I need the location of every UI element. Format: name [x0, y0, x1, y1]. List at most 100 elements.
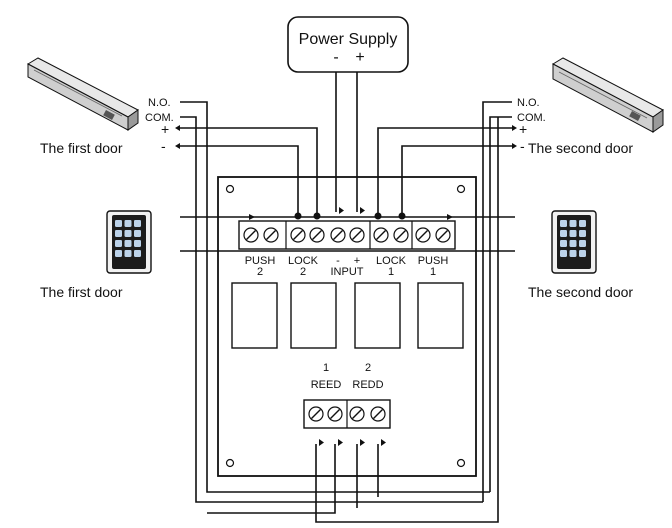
power-supply-plus: +	[355, 49, 364, 66]
keypad-key-icon	[579, 220, 586, 227]
keypad-key-icon	[560, 250, 567, 257]
terminal-screw-icon	[393, 227, 409, 243]
keypad-key-icon	[115, 240, 122, 247]
keypad-key-icon	[115, 250, 122, 257]
terminal-screw-icon	[349, 227, 365, 243]
left-lock-label: The first door	[40, 140, 123, 156]
keypad-key-icon	[124, 220, 132, 227]
wires	[175, 72, 517, 523]
terminal-screw-icon	[435, 227, 451, 243]
node-left-minus	[294, 212, 302, 220]
keypad-key-icon	[134, 220, 141, 227]
left-keypad-label: The first door	[40, 284, 123, 300]
reed-screw-icon	[308, 406, 324, 422]
magnetic-lock-left-icon	[26, 57, 139, 131]
arrow-reed-1	[319, 439, 324, 446]
wire-right-plus	[377, 127, 512, 216]
arrow-right-plus-end	[512, 125, 517, 131]
label-lock-2-num: 2	[300, 266, 306, 278]
left-label-minus: -	[161, 138, 166, 154]
mounting-hole-tr	[456, 184, 466, 194]
keypad-key-icon	[134, 250, 141, 257]
keypad-key-icon	[124, 250, 132, 257]
reed-screw-icon	[349, 406, 365, 422]
arrow-right-minus-end	[512, 143, 517, 149]
label-input-minus: -	[336, 255, 340, 267]
keypad-key-icon	[579, 240, 586, 247]
wire-left-minus	[180, 145, 299, 216]
reed-screw-icon	[327, 406, 343, 422]
arrow-left-minus-end	[175, 143, 180, 149]
keypad-key-icon	[579, 250, 586, 257]
right-label-com: COM.	[517, 112, 546, 124]
arrow-push2	[249, 214, 255, 220]
wire-left-no	[180, 101, 490, 493]
terminal-screw-icon	[415, 227, 431, 243]
reed-terminal-strip	[303, 399, 391, 429]
mounting-hole-bl	[225, 458, 235, 468]
mounting-hole-tl	[225, 184, 235, 194]
keypad-key-icon	[124, 240, 132, 247]
terminal-screw-icon	[330, 227, 346, 243]
keypad-key-icon	[569, 250, 577, 257]
keypad-key-icon	[124, 230, 132, 237]
terminal-screw-icon	[290, 227, 306, 243]
label-lock-1-num: 1	[388, 266, 394, 278]
node-right-plus	[374, 212, 382, 220]
left-label-no: N.O.	[148, 97, 171, 109]
keypad-key-icon	[115, 230, 122, 237]
right-label-minus: -	[520, 138, 525, 154]
relay-1	[231, 282, 278, 349]
keypad-left-icon	[106, 210, 152, 274]
keypad-key-icon	[115, 220, 122, 227]
relay-2	[290, 282, 337, 349]
right-keypad-label: The second door	[528, 284, 633, 300]
arrow-reed-4	[381, 439, 386, 446]
power-supply-minus: -	[333, 49, 338, 66]
label-lock-2: LOCK	[288, 255, 319, 267]
right-lock-label: The second door	[528, 140, 633, 156]
wire-right-no	[482, 101, 512, 502]
wire-right-com	[489, 116, 512, 492]
left-label-com: COM.	[145, 112, 174, 124]
label-push-1-num: 1	[430, 266, 436, 278]
magnetic-lock-right-icon	[551, 57, 664, 133]
relay-3	[354, 282, 401, 349]
power-supply: Power Supply - +	[287, 16, 409, 73]
label-push-2-num: 2	[257, 266, 263, 278]
label-reed-2-num: 2	[365, 362, 371, 374]
arrow-push1	[447, 214, 453, 220]
terminal-screw-icon	[243, 227, 259, 243]
wire-left-com	[180, 116, 483, 503]
reed-screw-icon	[370, 406, 386, 422]
wire-reed-1a	[315, 117, 499, 523]
label-push-2: PUSH	[245, 255, 276, 267]
wire-right-minus	[401, 145, 512, 216]
arrow-left-plus-end	[175, 125, 180, 131]
label-lock-1: LOCK	[376, 255, 407, 267]
label-push-1: PUSH	[418, 255, 449, 267]
terminal-screw-icon	[263, 227, 279, 243]
keypad-key-icon	[560, 230, 567, 237]
label-input-plus: +	[354, 255, 360, 267]
node-right-minus	[398, 212, 406, 220]
node-left-plus	[313, 212, 321, 220]
left-label-plus: +	[161, 121, 169, 137]
keypad-right-icon	[551, 210, 597, 274]
terminal-screw-icon	[309, 227, 325, 243]
label-reed-2: REDD	[352, 379, 383, 391]
right-label-no: N.O.	[517, 97, 540, 109]
power-supply-title: Power Supply	[299, 31, 398, 48]
keypad-key-icon	[134, 230, 141, 237]
keypad-key-icon	[579, 230, 586, 237]
keypad-key-icon	[560, 220, 567, 227]
terminal-screw-icon	[373, 227, 389, 243]
label-reed-1-num: 1	[323, 362, 329, 374]
keypad-key-icon	[569, 240, 577, 247]
terminal-strip	[238, 220, 456, 250]
right-label-plus: +	[519, 121, 527, 137]
keypad-key-icon	[134, 240, 141, 247]
wire-reed-1b	[207, 444, 336, 514]
label-reed-1: REED	[311, 379, 342, 391]
